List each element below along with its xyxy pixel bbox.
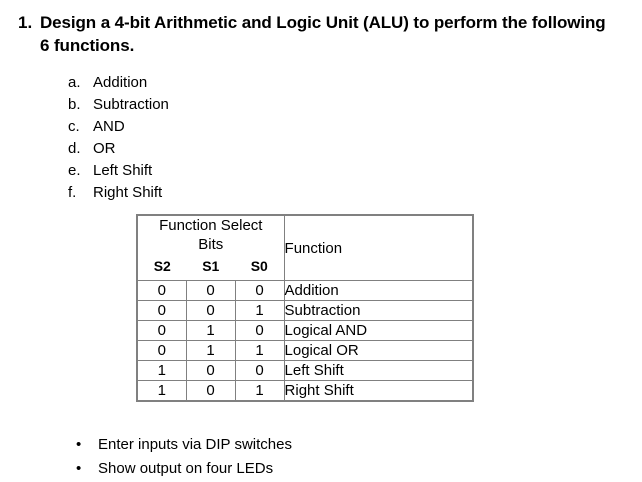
list-item-label: Left Shift [93, 162, 153, 179]
list-item-label: AND [93, 118, 125, 135]
cell-function: Addition [283, 280, 474, 301]
list-item-label: Addition [93, 74, 148, 91]
table-header-row: Function Select Bits S2 S1 S0 Function [136, 214, 474, 281]
list-item-marker: d. [68, 140, 81, 157]
cell-s0: 1 [234, 340, 285, 361]
list-item-label: Right Shift [93, 184, 163, 201]
header-bits-title-line2: Bits [198, 236, 224, 253]
header-function-select-bits: Function Select Bits S2 S1 S0 [136, 214, 285, 281]
cell-function: Left Shift [283, 360, 474, 381]
cell-s2: 0 [136, 340, 187, 361]
list-item-marker: a. [68, 74, 81, 91]
cell-s2: 0 [136, 280, 187, 301]
cell-function: Subtraction [283, 300, 474, 321]
list-item: a. Addition [68, 72, 368, 94]
cell-function: Right Shift [283, 380, 474, 402]
function-select-table-wrapper: Function Select Bits S2 S1 S0 Function 0… [136, 214, 475, 402]
header-function: Function [283, 214, 474, 281]
table-row: 0 1 1 Logical OR [136, 340, 474, 361]
cell-function: Logical OR [283, 340, 474, 361]
table-row: 1 0 0 Left Shift [136, 360, 474, 381]
cell-s0: 0 [234, 280, 285, 301]
cell-s1: 0 [185, 280, 236, 301]
cell-s0: 1 [234, 380, 285, 402]
list-item-label: Subtraction [93, 96, 169, 113]
cell-s2: 0 [136, 300, 187, 321]
list-item-marker: e. [68, 162, 81, 179]
header-bit-s1: S1 [202, 258, 220, 274]
cell-s0: 1 [234, 300, 285, 321]
list-item: • Enter inputs via DIP switches [76, 433, 496, 457]
table-row: 0 1 0 Logical AND [136, 320, 474, 341]
list-item-label: Enter inputs via DIP switches [98, 436, 292, 453]
list-item: c. AND [68, 116, 368, 138]
list-item-marker: c. [68, 118, 80, 135]
list-item-marker: f. [68, 184, 77, 201]
question-heading: 1. Design a 4-bit Arithmetic and Logic U… [18, 11, 624, 57]
cell-function: Logical AND [283, 320, 474, 341]
list-item: f. Right Shift [68, 182, 368, 204]
table-row: 1 0 1 Right Shift [136, 380, 474, 402]
cell-s0: 0 [234, 360, 285, 381]
question-text: Design a 4-bit Arithmetic and Logic Unit… [40, 13, 606, 55]
function-select-table: Function Select Bits S2 S1 S0 Function 0… [136, 214, 475, 402]
list-item-label: OR [93, 140, 116, 157]
table-row: 0 0 1 Subtraction [136, 300, 474, 321]
cell-s2: 1 [136, 360, 187, 381]
cell-s1: 0 [185, 360, 236, 381]
cell-s1: 0 [185, 300, 236, 321]
list-item: d. OR [68, 138, 368, 160]
list-item-label: Show output on four LEDs [98, 460, 274, 477]
bullet-icon: • [76, 436, 82, 453]
bullet-icon: • [76, 460, 82, 477]
requirements-bullet-list: • Enter inputs via DIP switches • Show o… [76, 433, 496, 481]
list-item: b. Subtraction [68, 94, 368, 116]
header-bit-s0: S0 [250, 258, 268, 274]
header-bit-labels: S2 S1 S0 [138, 257, 284, 275]
list-item: • Show output on four LEDs [76, 457, 496, 481]
cell-s0: 0 [234, 320, 285, 341]
cell-s2: 0 [136, 320, 187, 341]
list-item-marker: b. [68, 96, 81, 113]
cell-s2: 1 [136, 380, 187, 402]
table-row: 0 0 0 Addition [136, 280, 474, 301]
cell-s1: 0 [185, 380, 236, 402]
question-number: 1. [18, 13, 33, 32]
function-alpha-list: a. Addition b. Subtraction c. AND d. OR … [68, 72, 368, 204]
cell-s1: 1 [185, 320, 236, 341]
header-bits-title-line1: Function Select [159, 217, 263, 234]
cell-s1: 1 [185, 340, 236, 361]
header-bit-s2: S2 [153, 258, 171, 274]
list-item: e. Left Shift [68, 160, 368, 182]
